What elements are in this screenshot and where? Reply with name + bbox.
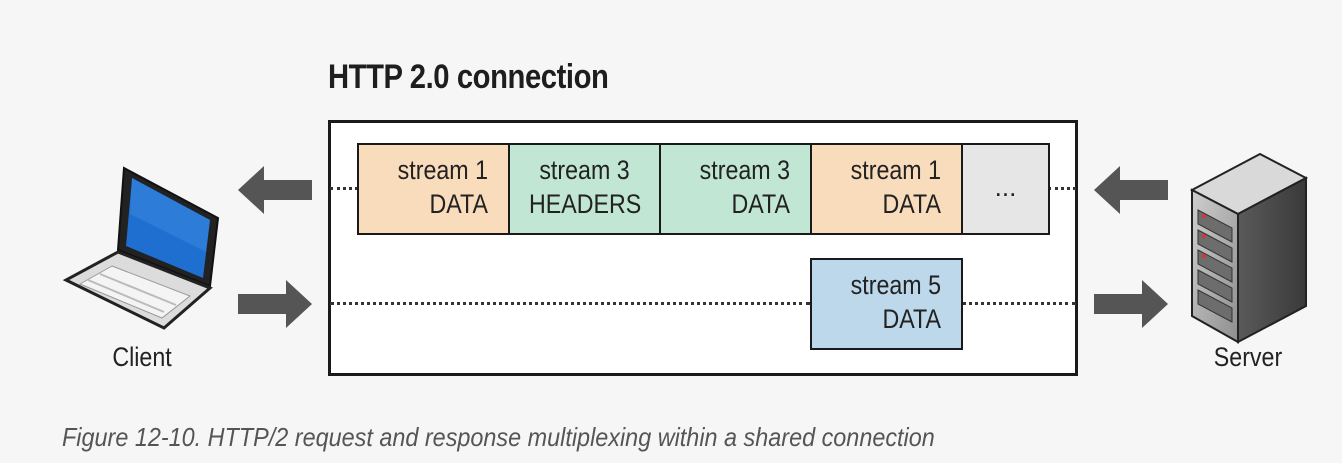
response-line-right: [1048, 187, 1076, 190]
frame-stream3-headers: stream 3 HEADERS: [508, 143, 661, 235]
diagram-title: HTTP 2.0 connection: [328, 58, 609, 96]
frame-stream1-data-2: stream 1 DATA: [810, 143, 963, 235]
request-line-right: [962, 302, 1076, 305]
request-line-left: [330, 302, 810, 305]
arrow-right-icon: [1094, 280, 1168, 328]
frame-stream-label: stream 5: [850, 270, 941, 300]
server-label: Server: [1213, 342, 1283, 372]
frame-stream3-data: stream 3 DATA: [659, 143, 812, 235]
frame-type-label: DATA: [429, 189, 488, 219]
frame-stream-label: stream 1: [397, 155, 488, 185]
frame-stream1-data: stream 1 DATA: [357, 143, 510, 235]
client-label: Client: [112, 342, 172, 372]
ellipsis-label: ...: [994, 172, 1017, 202]
frame-stream-label: stream 1: [850, 155, 941, 185]
figure-caption: Figure 12-10. HTTP/2 request and respons…: [62, 422, 935, 452]
arrow-right-icon: [238, 280, 312, 328]
arrow-left-icon: [238, 166, 312, 214]
response-line-left: [330, 187, 358, 190]
frame-type-label: DATA: [882, 304, 941, 334]
server-tower-icon: [1189, 152, 1309, 344]
frame-type-label: DATA: [882, 189, 941, 219]
laptop-icon: [62, 166, 220, 330]
frame-type-label: DATA: [731, 189, 790, 219]
arrow-left-icon: [1094, 166, 1168, 214]
frame-ellipsis: ...: [961, 143, 1050, 235]
frame-stream-label: stream 3: [539, 155, 630, 185]
frame-type-label: HEADERS: [529, 189, 642, 219]
frame-stream-label: stream 3: [699, 155, 790, 185]
frame-stream5-data: stream 5 DATA: [810, 258, 963, 350]
